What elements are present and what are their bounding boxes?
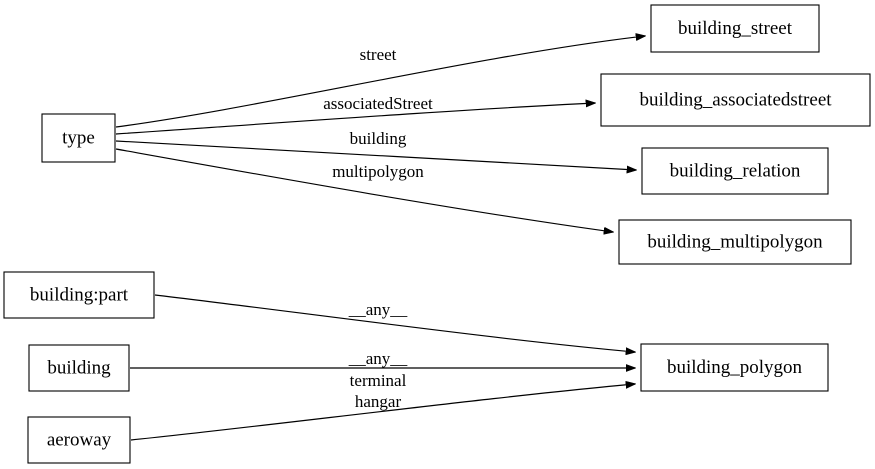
node-label-building_associatedstreet: building_associatedstreet — [639, 89, 832, 110]
node-box-type — [41, 113, 116, 163]
node-label-building_polygon: building_polygon — [667, 357, 803, 378]
node-building[interactable]: building — [28, 344, 130, 392]
node-type[interactable]: type — [41, 113, 116, 163]
edge-label: __any__ — [348, 349, 408, 368]
node-label-building: building — [47, 357, 111, 378]
node-label-aeroway: aeroway — [47, 429, 112, 450]
edge-label: building — [350, 129, 407, 148]
node-box-building_part — [3, 271, 155, 319]
node-label-building_multipolygon: building_multipolygon — [647, 231, 823, 252]
edge-type-to-building_street — [115, 36, 645, 128]
node-label-building_street: building_street — [678, 18, 793, 39]
node-building_street[interactable]: building_street — [650, 4, 820, 53]
edge-label: multipolygon — [332, 162, 424, 181]
edge-type-to-building_multipolygon — [115, 148, 613, 232]
edge-label: terminal — [350, 371, 407, 390]
node-building_relation[interactable]: building_relation — [641, 147, 829, 195]
node-building_polygon[interactable]: building_polygon — [640, 343, 829, 392]
edges-layer — [115, 36, 645, 441]
node-box-building_street — [650, 4, 820, 53]
node-box-building_multipolygon — [618, 219, 852, 265]
edge-label: associatedStreet — [323, 94, 433, 113]
node-label-type: type — [62, 127, 95, 148]
edge-labels-layer: street associatedStreet building multipolyg… — [323, 45, 433, 411]
node-label-building_relation: building_relation — [670, 160, 801, 181]
node-box-aeroway — [27, 416, 131, 464]
edge-building_part-to-building_polygon — [154, 294, 635, 352]
node-building_multipolygon[interactable]: building_multipolygon — [618, 219, 852, 265]
edge-label: __any__ — [348, 300, 408, 319]
node-box-building_relation — [641, 147, 829, 195]
edge-aeroway-to-building_polygon — [130, 384, 635, 441]
node-building_part[interactable]: building:part — [3, 271, 155, 319]
node-box-building_associatedstreet — [600, 73, 871, 127]
node-aeroway[interactable]: aeroway — [27, 416, 131, 464]
edge-label: street — [360, 45, 397, 64]
node-label-building_part: building:part — [30, 284, 129, 305]
edge-type-to-building_relation — [115, 140, 636, 170]
node-building_associatedstreet[interactable]: building_associatedstreet — [600, 73, 871, 127]
node-box-building_polygon — [640, 343, 829, 392]
edge-type-to-building_associatedstreet — [115, 103, 595, 135]
edge-label: hangar — [355, 392, 402, 411]
node-box-building — [28, 344, 130, 392]
nodes-layer: type building_street building_associatedst… — [3, 4, 871, 464]
